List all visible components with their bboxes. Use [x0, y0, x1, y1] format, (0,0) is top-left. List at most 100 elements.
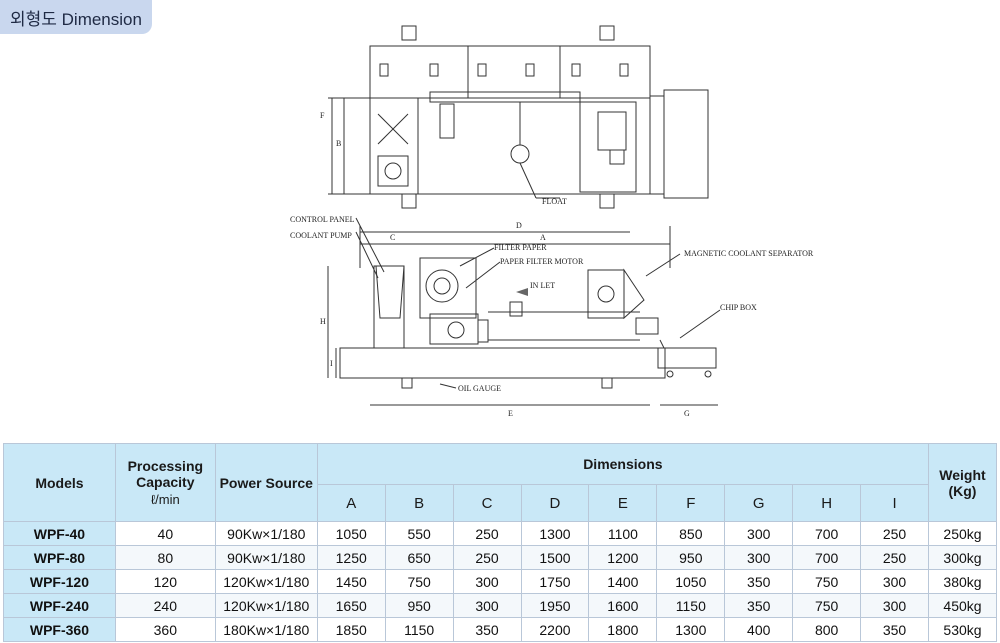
- label-control-panel: CONTROL PANEL: [290, 215, 355, 224]
- header-dim-e: E: [588, 484, 658, 522]
- power-cell: 90Kw×1/180: [214, 521, 318, 546]
- header-capacity-label: Processing Capacity: [127, 458, 204, 490]
- dimension-cell-b: 650: [384, 545, 454, 570]
- dimension-cell-a: 1050: [316, 521, 386, 546]
- top-view-upper-body: [369, 45, 651, 99]
- dim-label-f: F: [320, 111, 325, 120]
- label-oil-gauge: OIL GAUGE: [458, 384, 501, 393]
- dimension-cell-g: 350: [724, 593, 794, 618]
- dimension-cell-f: 1050: [656, 569, 726, 594]
- dimension-cell-e: 1100: [588, 521, 658, 546]
- weight-cell: 380kg: [927, 569, 998, 594]
- capacity-cell: 40: [114, 521, 216, 546]
- dimension-cell-g: 400: [724, 617, 794, 642]
- header-dim-h: H: [792, 484, 862, 522]
- dimension-cell-c: 250: [452, 545, 522, 570]
- capacity-cell: 360: [114, 617, 216, 642]
- dimension-cell-a: 1850: [316, 617, 386, 642]
- power-cell: 90Kw×1/180: [214, 545, 318, 570]
- model-cell: WPF-240: [3, 593, 116, 618]
- model-cell: WPF-80: [3, 545, 116, 570]
- label-coolant-pump: COOLANT PUMP: [290, 231, 352, 240]
- technical-drawing-svg: FLOAT CONTROL PANEL COOLANT PUMP FILTER …: [290, 25, 814, 418]
- weight-cell: 300kg: [927, 545, 998, 570]
- dimension-cell-a: 1450: [316, 569, 386, 594]
- weight-cell: 530kg: [927, 617, 998, 642]
- model-cell: WPF-360: [3, 617, 116, 642]
- capacity-cell: 120: [114, 569, 216, 594]
- label-magnetic-separator: MAGNETIC COOLANT SEPARATOR: [684, 249, 814, 258]
- dimension-cell-c: 250: [452, 521, 522, 546]
- dimension-cell-h: 700: [792, 545, 862, 570]
- dimension-cell-h: 800: [792, 617, 862, 642]
- dimension-cell-f: 1150: [656, 593, 726, 618]
- power-cell: 120Kw×1/180: [214, 569, 318, 594]
- dimension-cell-b: 950: [384, 593, 454, 618]
- dimension-cell-i: 300: [860, 569, 929, 594]
- dimension-cell-i: 250: [860, 521, 929, 546]
- dimension-cell-i: 300: [860, 593, 929, 618]
- dimension-cell-e: 1600: [588, 593, 658, 618]
- model-cell: WPF-40: [3, 521, 116, 546]
- dimension-cell-g: 350: [724, 569, 794, 594]
- spec-table: Models Processing Capacity ℓ/min Power S…: [3, 443, 998, 642]
- dimension-cell-b: 750: [384, 569, 454, 594]
- dimension-drawing: FLOAT CONTROL PANEL COOLANT PUMP FILTER …: [280, 18, 840, 418]
- header-dim-f: F: [656, 484, 726, 522]
- weight-cell: 250kg: [927, 521, 998, 546]
- capacity-cell: 80: [114, 545, 216, 570]
- dimension-cell-e: 1200: [588, 545, 658, 570]
- weight-cell: 450kg: [927, 593, 998, 618]
- dimension-cell-d: 1300: [520, 521, 590, 546]
- dimension-cell-g: 300: [724, 545, 794, 570]
- dimension-cell-f: 1300: [656, 617, 726, 642]
- header-weight: Weight (Kg): [927, 443, 998, 522]
- header-models: Models: [3, 443, 116, 522]
- dim-label-h: H: [320, 317, 326, 326]
- dimension-cell-c: 300: [452, 569, 522, 594]
- header-power: Power Source: [214, 443, 318, 522]
- side-view-tank: [339, 347, 666, 379]
- header-dim-d: D: [520, 484, 590, 522]
- dimension-cell-c: 350: [452, 617, 522, 642]
- dimension-cell-a: 1250: [316, 545, 386, 570]
- capacity-cell: 240: [114, 593, 216, 618]
- dimension-cell-b: 550: [384, 521, 454, 546]
- dim-label-a: A: [540, 233, 546, 242]
- dimension-cell-d: 1750: [520, 569, 590, 594]
- side-view-filter-unit: [419, 257, 477, 319]
- dimension-cell-f: 950: [656, 545, 726, 570]
- header-dim-g: G: [724, 484, 794, 522]
- dim-label-e: E: [508, 409, 513, 418]
- dim-label-i: I: [330, 359, 333, 368]
- dimension-cell-d: 1950: [520, 593, 590, 618]
- dimension-cell-h: 700: [792, 521, 862, 546]
- dimension-cell-c: 300: [452, 593, 522, 618]
- dimension-cell-h: 750: [792, 593, 862, 618]
- dimension-cell-a: 1650: [316, 593, 386, 618]
- model-cell: WPF-120: [3, 569, 116, 594]
- dimension-cell-i: 250: [860, 545, 929, 570]
- dimension-cell-e: 1400: [588, 569, 658, 594]
- header-dim-a: A: [316, 484, 386, 522]
- label-filter-paper: FILTER PAPER: [494, 243, 547, 252]
- label-inlet: IN LET: [530, 281, 555, 290]
- header-dim-b: B: [384, 484, 454, 522]
- dimension-cell-f: 850: [656, 521, 726, 546]
- header-capacity: Processing Capacity ℓ/min: [114, 443, 216, 522]
- dimension-cell-b: 1150: [384, 617, 454, 642]
- header-capacity-unit: ℓ/min: [150, 492, 180, 507]
- side-view-control-panel: [373, 265, 405, 349]
- label-paper-filter-motor: PAPER FILTER MOTOR: [500, 257, 584, 266]
- dimension-cell-g: 300: [724, 521, 794, 546]
- top-view-separator: [663, 89, 709, 199]
- power-cell: 120Kw×1/180: [214, 593, 318, 618]
- power-cell: 180Kw×1/180: [214, 617, 318, 642]
- header-dim-c: C: [452, 484, 522, 522]
